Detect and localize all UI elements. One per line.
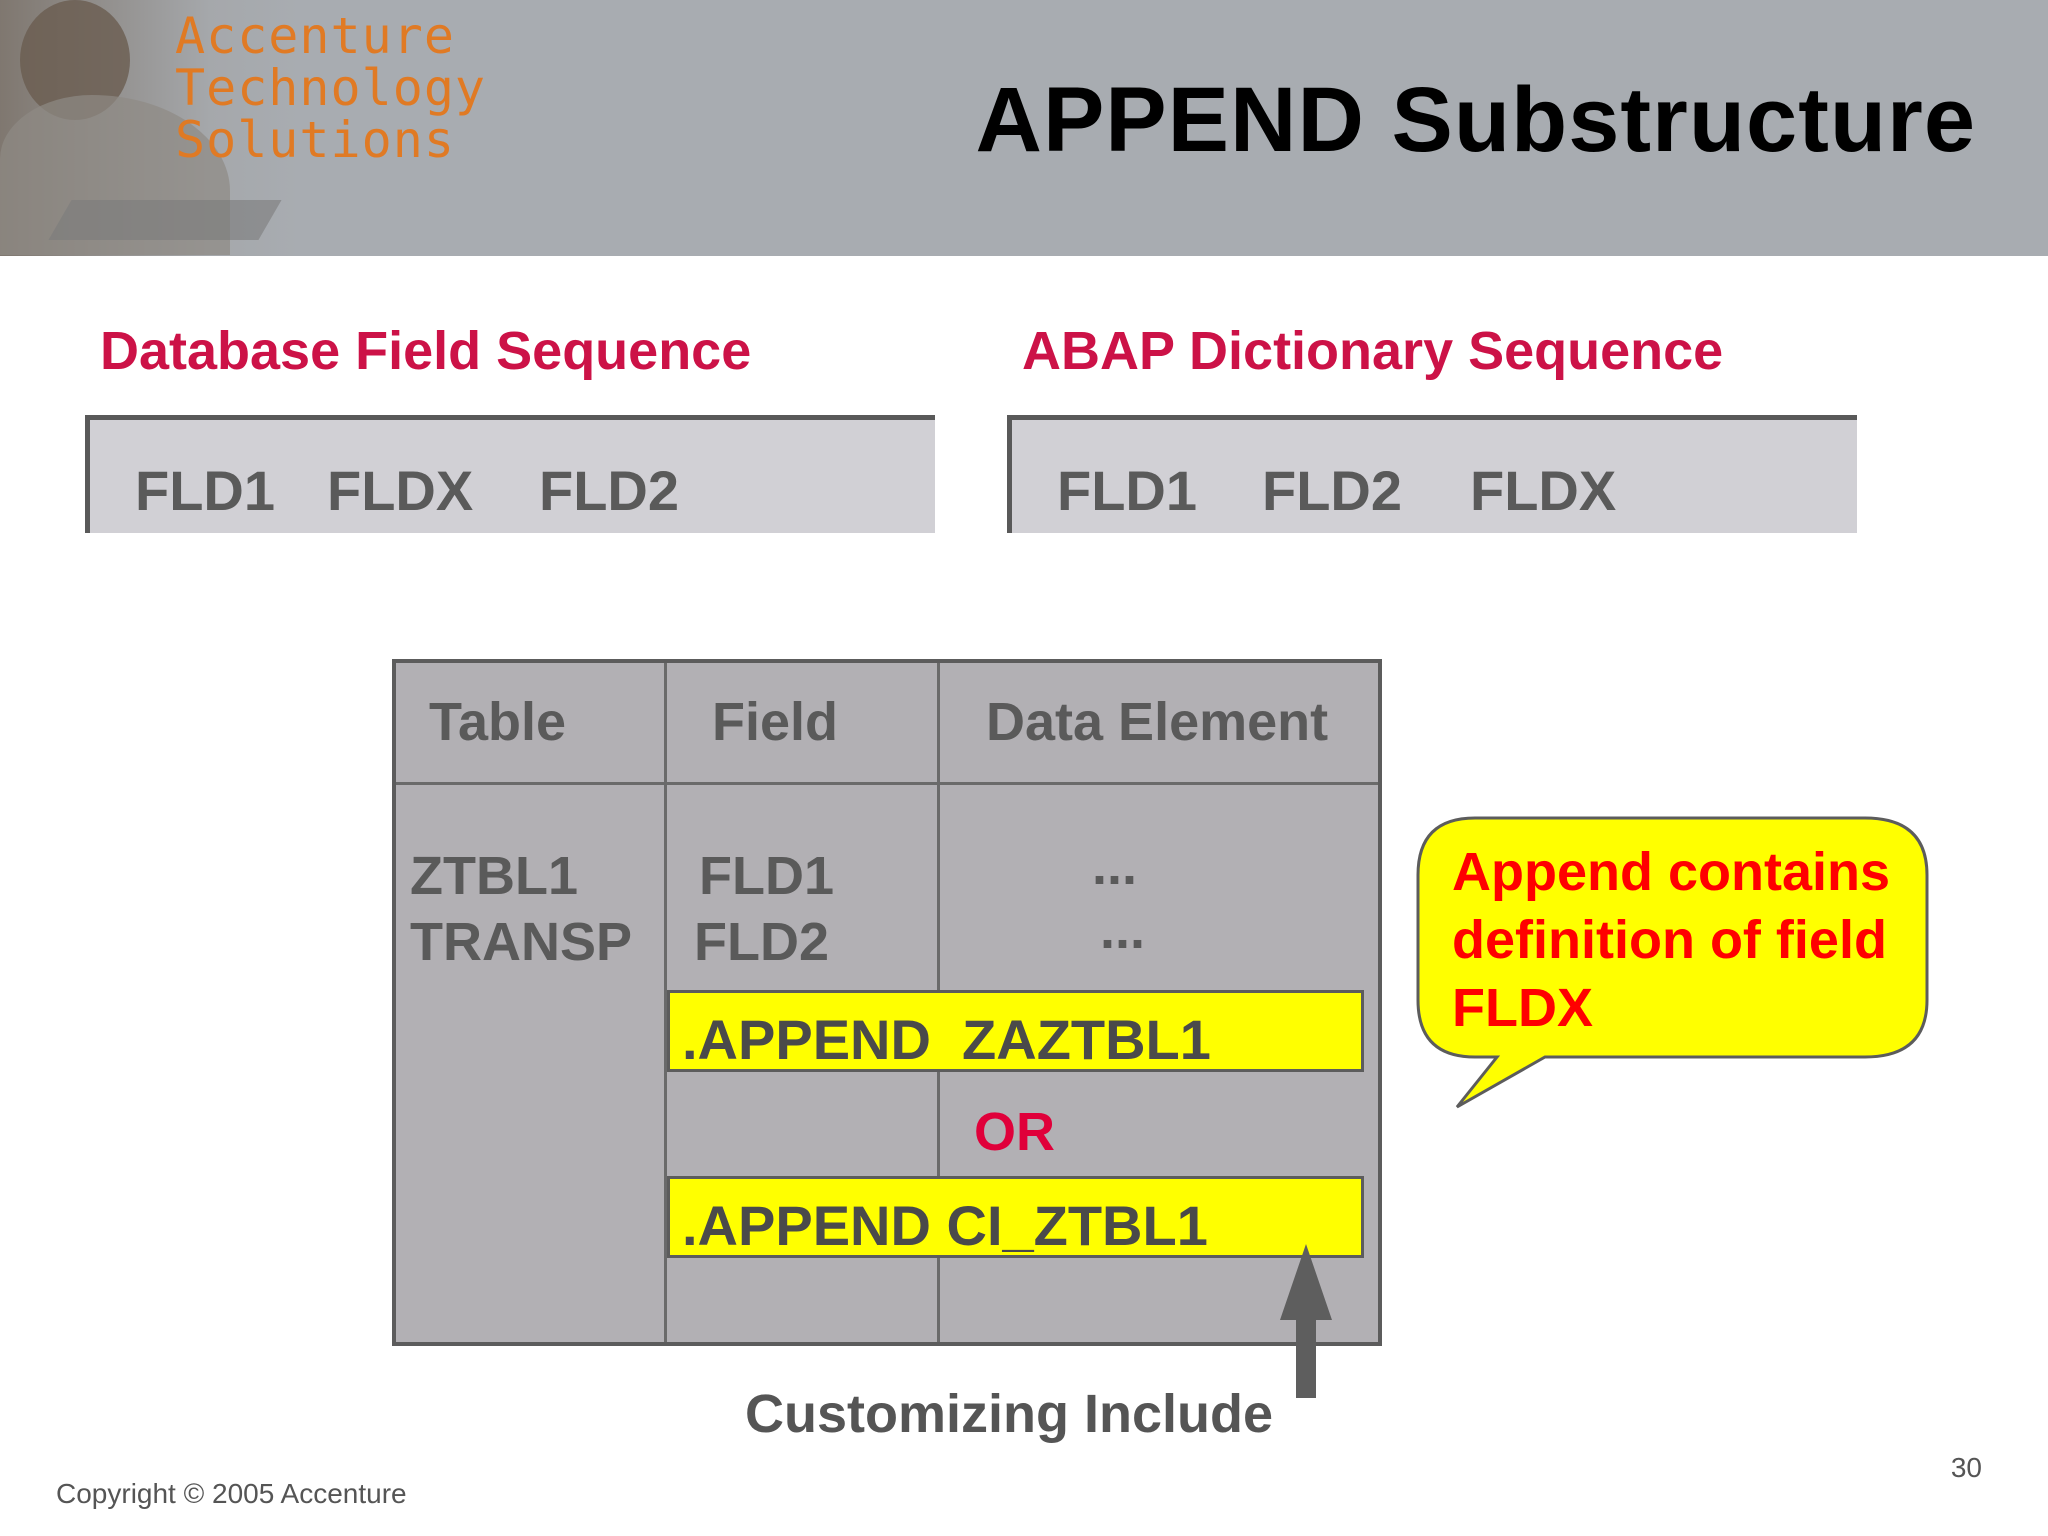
- customizing-include-caption: Customizing Include: [745, 1384, 1274, 1444]
- database-field: FLD1: [135, 459, 275, 522]
- database-field: FLD2: [539, 459, 679, 522]
- dictionary-field: FLDX: [1470, 459, 1617, 522]
- database-sequence-box: FLD1 FLDX FLD2: [85, 415, 935, 533]
- table-name-cell: ZTBL1: [410, 846, 578, 906]
- up-arrow-icon: [1280, 1244, 1332, 1398]
- brand-line: Technology: [175, 59, 487, 117]
- table-type-cell: TRANSP: [410, 912, 633, 972]
- data-element-cell: ...: [1092, 836, 1138, 896]
- dictionary-sequence-heading: ABAP Dictionary Sequence: [1022, 321, 1724, 381]
- brand-logo-text: Accenture Technology Solutions: [175, 10, 486, 166]
- append-structure-label: .APPEND ZAZTBL1: [682, 1008, 1211, 1071]
- column-header-table: Table: [429, 692, 567, 752]
- header-photo: [0, 0, 300, 256]
- append-row-highlight: .APPEND ZAZTBL1: [667, 990, 1364, 1072]
- column-divider: [664, 663, 667, 1342]
- dictionary-field: FLD1: [1057, 459, 1197, 522]
- header-band: Accenture Technology Solutions APPEND Su…: [0, 0, 2048, 256]
- brand-line: Solutions: [175, 111, 455, 169]
- header-divider: [396, 782, 1378, 785]
- slide-title: APPEND Substructure: [975, 69, 1976, 171]
- database-sequence-heading: Database Field Sequence: [100, 321, 752, 381]
- field-cell: FLD1: [699, 846, 834, 906]
- photo-laptop: [48, 200, 282, 240]
- callout-text: Append contains definition of field FLDX: [1452, 838, 1890, 1042]
- callout-line: definition of field: [1452, 910, 1887, 970]
- callout-line: Append contains: [1452, 842, 1891, 902]
- column-header-data-element: Data Element: [986, 692, 1329, 752]
- customizing-include-highlight: .APPEND CI_ZTBL1: [667, 1176, 1364, 1258]
- database-field: FLDX: [327, 459, 474, 522]
- speech-bubble-callout: [1416, 816, 1929, 1109]
- brand-line: Accenture: [175, 7, 455, 65]
- field-cell: FLD2: [694, 912, 829, 972]
- dictionary-table: Table Field Data Element ZTBL1 TRANSP FL…: [392, 659, 1382, 1346]
- dictionary-field: FLD2: [1262, 459, 1402, 522]
- dictionary-sequence-box: FLD1 FLD2 FLDX: [1007, 415, 1857, 533]
- data-element-cell: ...: [1100, 900, 1146, 960]
- copyright-notice: Copyright © 2005 Accenture: [56, 1478, 407, 1509]
- page-number: 30: [1950, 1452, 1982, 1483]
- callout-line: FLDX: [1452, 978, 1593, 1038]
- customizing-include-label: .APPEND CI_ZTBL1: [682, 1194, 1208, 1257]
- or-label: OR: [974, 1102, 1055, 1162]
- column-header-field: Field: [712, 692, 839, 752]
